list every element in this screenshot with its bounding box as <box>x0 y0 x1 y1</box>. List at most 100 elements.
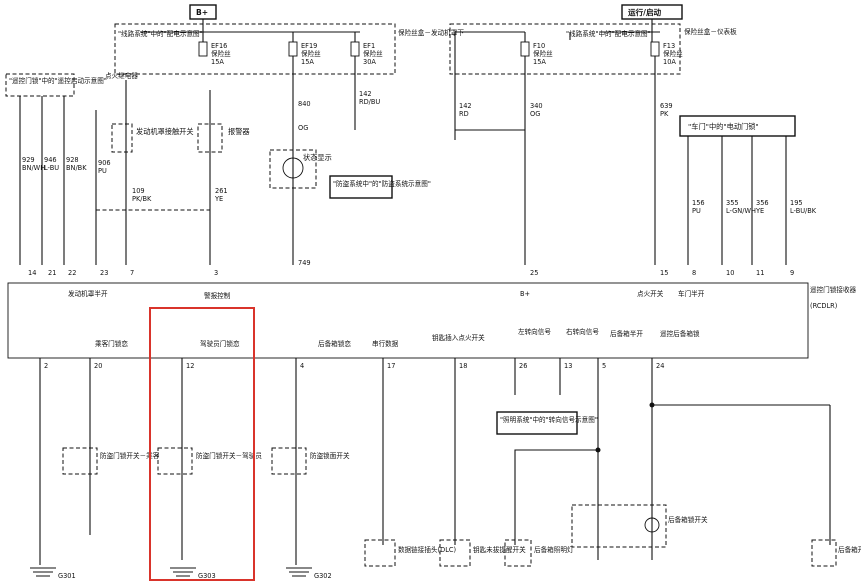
label-passenger: 乘客门锁恋 <box>95 339 128 348</box>
ground-g301-icon <box>30 567 56 577</box>
wire-rd-label: RD <box>459 110 469 118</box>
trunk-actuator-label: 后备箱锁开关 <box>668 515 708 524</box>
hood-switch-label: 发动机罩接触开关 <box>136 127 194 136</box>
wire-928-color: BN/BK <box>66 164 87 172</box>
trunk-lid-label: 后备箱开关 <box>838 545 861 554</box>
note-door: "车门"中的"电动门锁" <box>688 122 759 131</box>
wire-355-label: 355 <box>726 199 739 207</box>
label-ign-half: 点火开关 <box>637 289 664 298</box>
dlc-label: 数据链接插头(DLC) <box>398 545 456 554</box>
svg-text:保险丝: 保险丝 <box>533 49 553 58</box>
label-serial: 串行数据 <box>372 339 399 348</box>
key-switch-label: 钥匙未拔提醒开关 <box>473 545 526 554</box>
wire-946-color: L-BU <box>44 164 59 172</box>
wire-929-label: 929 <box>22 156 35 164</box>
hood-switch-box <box>111 123 133 153</box>
svg-text:24: 24 <box>656 362 664 370</box>
fuse-ef19: EF19 保险丝 15A <box>288 41 321 66</box>
wire-156-label: 156 <box>692 199 705 207</box>
run-start-label: 运行/启动 <box>628 7 662 17</box>
driver-circuit-highlight <box>149 307 255 581</box>
fusebox-hood-outline <box>114 23 396 75</box>
svg-text:23: 23 <box>100 269 108 277</box>
wire-356-label: 356 <box>756 199 769 207</box>
fusebox-hood-label: 保险丝盒－发动机罩下 <box>398 28 464 37</box>
svg-text:15A: 15A <box>533 58 546 66</box>
trunk-switch-label: 防盗锁面开关 <box>310 451 350 460</box>
rcdlr-module <box>7 282 809 359</box>
trunk-lid-box <box>811 539 837 567</box>
label-trunk-half: 后备箱半开 <box>610 329 643 338</box>
svg-text:21: 21 <box>48 269 56 277</box>
wire-340-label: 340 <box>530 102 543 110</box>
svg-text:EF1: EF1 <box>363 42 375 50</box>
trunk-actuator-box <box>571 504 667 548</box>
fusebox-panel-outline <box>449 23 681 75</box>
module-top-pins: 14 21 22 23 7 3 25 15 8 10 11 9 <box>28 269 794 277</box>
wire-355c-label: L-GN/WH <box>726 207 756 215</box>
svg-text:15A: 15A <box>301 58 314 66</box>
svg-text:EF16: EF16 <box>211 42 227 50</box>
ground-g302: G302 <box>314 572 332 580</box>
svg-text:30A: 30A <box>363 58 376 66</box>
note-antitheft: "防盗系统中"的"防盗系统示意图" <box>333 179 431 188</box>
note-antitheft-box <box>329 175 393 199</box>
wire-946-label: 946 <box>44 156 57 164</box>
svg-text:10: 10 <box>726 269 734 277</box>
fuse-ef16: EF16 保险丝 15A <box>198 41 231 66</box>
ground-g302-icon <box>286 567 312 577</box>
svg-text:2: 2 <box>44 362 48 370</box>
trunk-lamp-label: 后备箱照明灯 <box>534 545 574 554</box>
label-left-turn: 左转向信号 <box>518 327 551 336</box>
bplus-label: B+ <box>196 8 208 17</box>
svg-text:17: 17 <box>387 362 395 370</box>
dlc-box <box>364 539 396 567</box>
module-abbr: (RCDLR) <box>810 302 837 310</box>
svg-text:EF19: EF19 <box>301 42 317 50</box>
svg-text:15: 15 <box>660 269 668 277</box>
svg-text:15A: 15A <box>211 58 224 66</box>
wire-rdbu-label: RD/BU <box>359 98 380 106</box>
label-alarm-ctrl: 警报控制 <box>204 291 231 300</box>
note-remote-start: "遥控门锁"中的"遥控启动示意图" <box>9 76 107 85</box>
svg-text:13: 13 <box>564 362 572 370</box>
svg-text:3: 3 <box>214 269 218 277</box>
ground-g303: G303 <box>198 572 216 580</box>
status-label: 状态显示 <box>303 153 332 162</box>
svg-text:18: 18 <box>459 362 467 370</box>
label-trunk: 后备箱锁恋 <box>318 339 351 348</box>
motor-icon <box>644 517 660 533</box>
note-remote-start-box <box>5 73 75 97</box>
wire-928-label: 928 <box>66 156 79 164</box>
wire-195-label: 195 <box>790 199 803 207</box>
status-led-box <box>269 149 317 189</box>
fuse-f10: F10 保险丝 15A <box>520 41 553 66</box>
note-light: "照明系统"中的"转向信号示意图" <box>500 415 598 424</box>
trunk-switch-box <box>271 447 307 475</box>
svg-text:12: 12 <box>186 362 194 370</box>
svg-text:F13: F13 <box>663 42 675 50</box>
svg-text:F10: F10 <box>533 42 545 50</box>
note-line-right: "线路系统"中的"配电示意图" <box>566 29 651 38</box>
svg-text:保险丝: 保险丝 <box>363 49 383 58</box>
wire-639-label: 639 <box>660 102 673 110</box>
label-right-turn: 右转向信号 <box>566 327 599 336</box>
wire-340og-label: OG <box>530 110 540 118</box>
wire-929-color: BN/WH <box>22 164 45 172</box>
wire-639pk-label: PK <box>660 110 669 118</box>
svg-text:保险丝: 保险丝 <box>663 49 683 58</box>
module-name: 遥控门锁接收器 <box>810 285 857 294</box>
ignition-relay-label: 点火继电器 <box>105 71 138 80</box>
svg-text:5: 5 <box>602 362 606 370</box>
svg-text:20: 20 <box>94 362 102 370</box>
wire-261-color: YE <box>214 195 223 203</box>
fusebox-panel-label: 保险丝盒－仪表板 <box>684 27 737 36</box>
wire-109-label: 109 <box>132 187 145 195</box>
label-driver: 驾驶员门锁恋 <box>200 339 240 348</box>
fuse-ef1: EF1 保险丝 30A <box>350 41 383 66</box>
wire-906-color: PU <box>98 167 107 175</box>
wire-749-label: 749 <box>298 259 311 267</box>
svg-text:26: 26 <box>519 362 527 370</box>
trunk-lamp-box <box>504 539 532 567</box>
